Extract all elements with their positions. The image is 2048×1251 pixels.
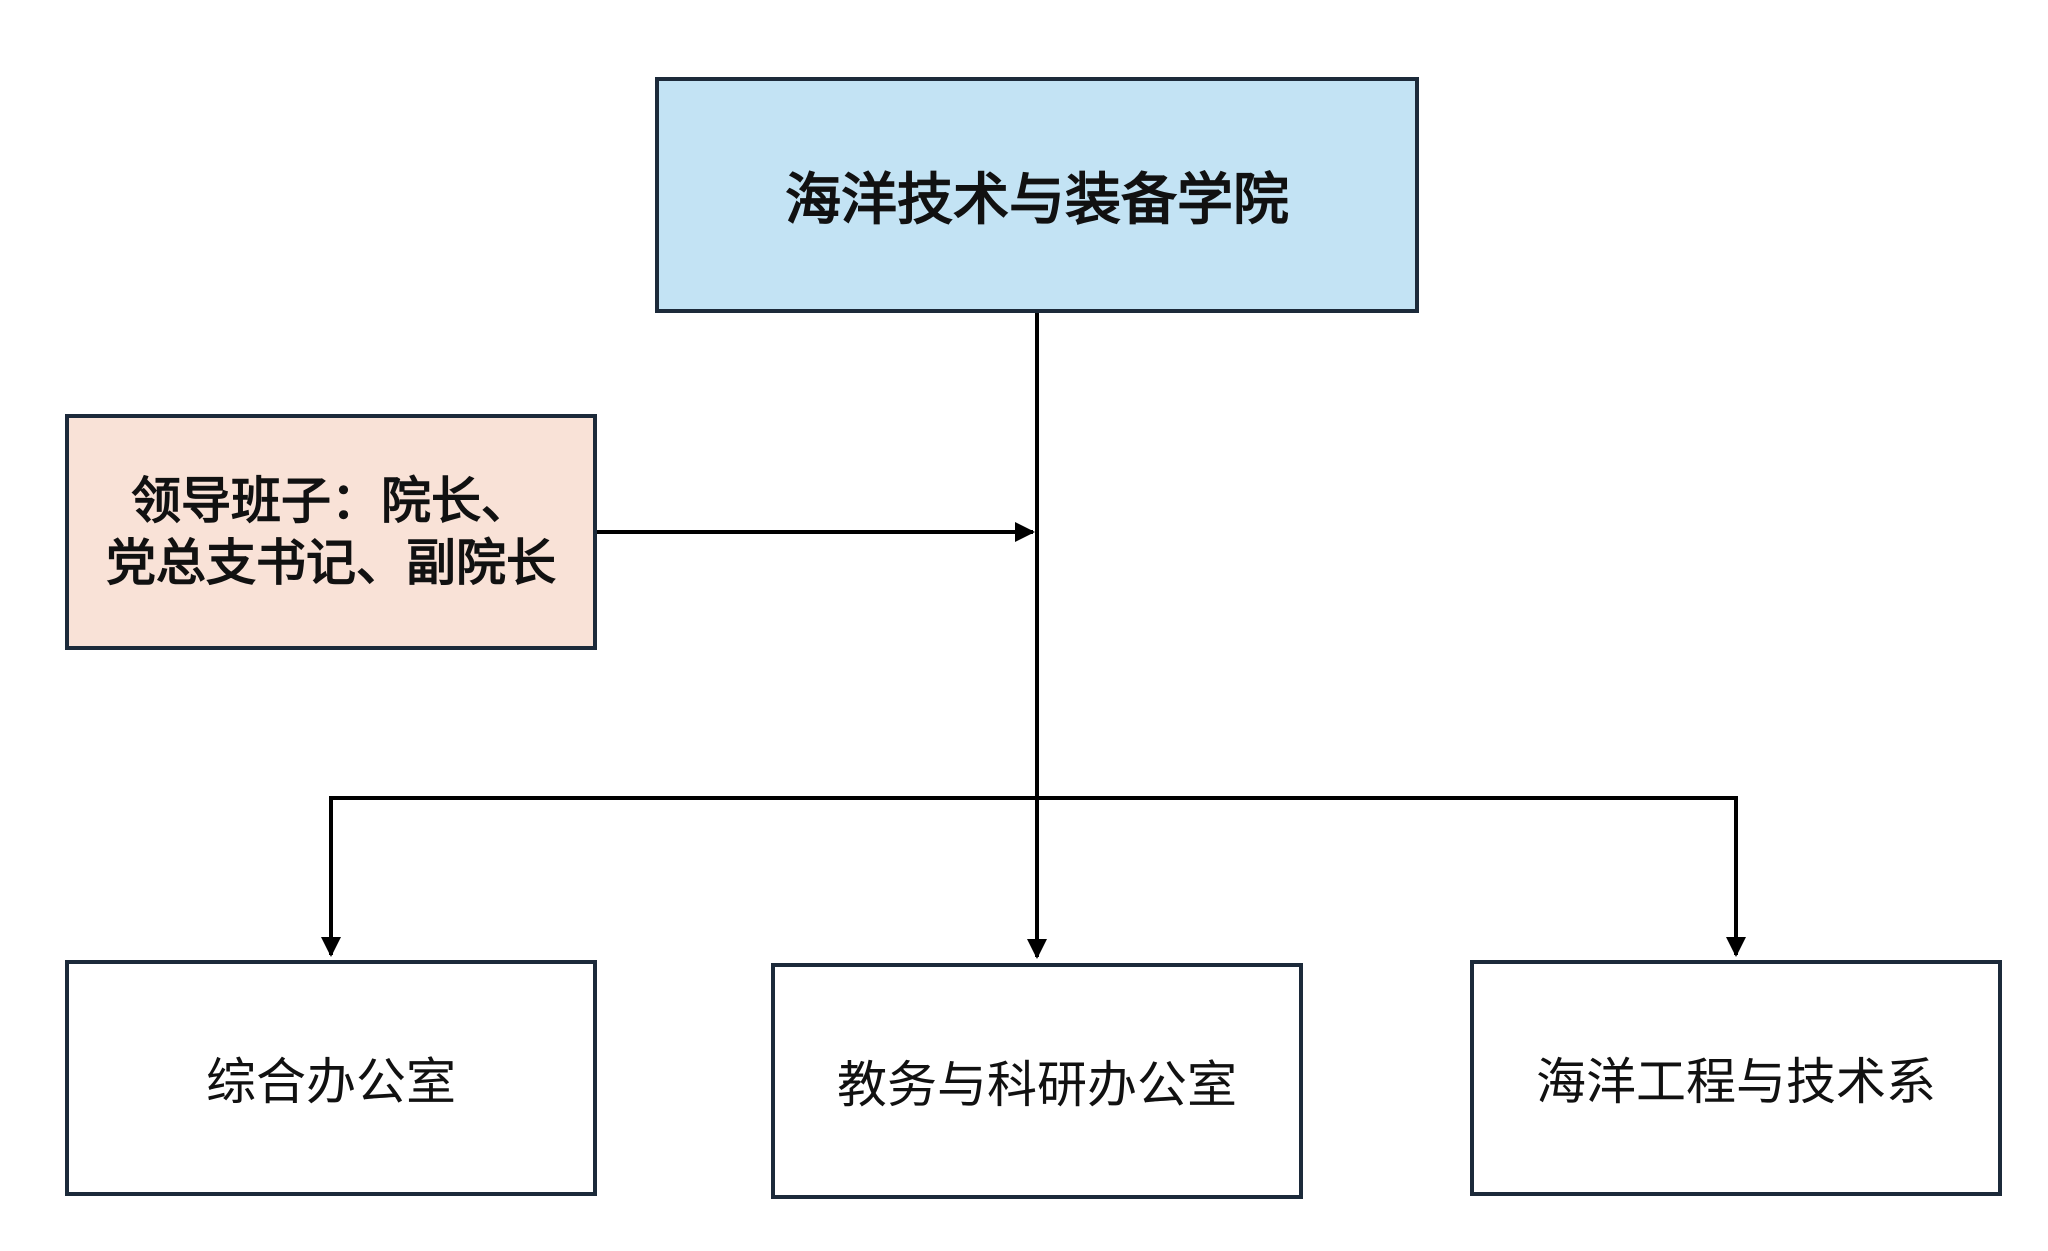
root-label: 海洋技术与装备学院: [785, 166, 1289, 233]
child-label: 综合办公室: [206, 1053, 456, 1111]
child-node-academic-research-office: 教务与科研办公室: [771, 963, 1303, 1199]
leadership-label-line-2: 党总支书记、副院长: [106, 533, 556, 592]
leadership-label-line-1: 领导班子：院长、: [131, 471, 531, 530]
root-node: 海洋技术与装备学院: [655, 77, 1419, 313]
child-node-ocean-engineering-dept: 海洋工程与技术系: [1470, 960, 2002, 1196]
child-label: 海洋工程与技术系: [1536, 1053, 1936, 1111]
child-node-general-office: 综合办公室: [65, 960, 597, 1196]
leadership-node: 领导班子：院长、 党总支书记、副院长: [65, 414, 597, 650]
child-label: 教务与科研办公室: [837, 1056, 1237, 1114]
